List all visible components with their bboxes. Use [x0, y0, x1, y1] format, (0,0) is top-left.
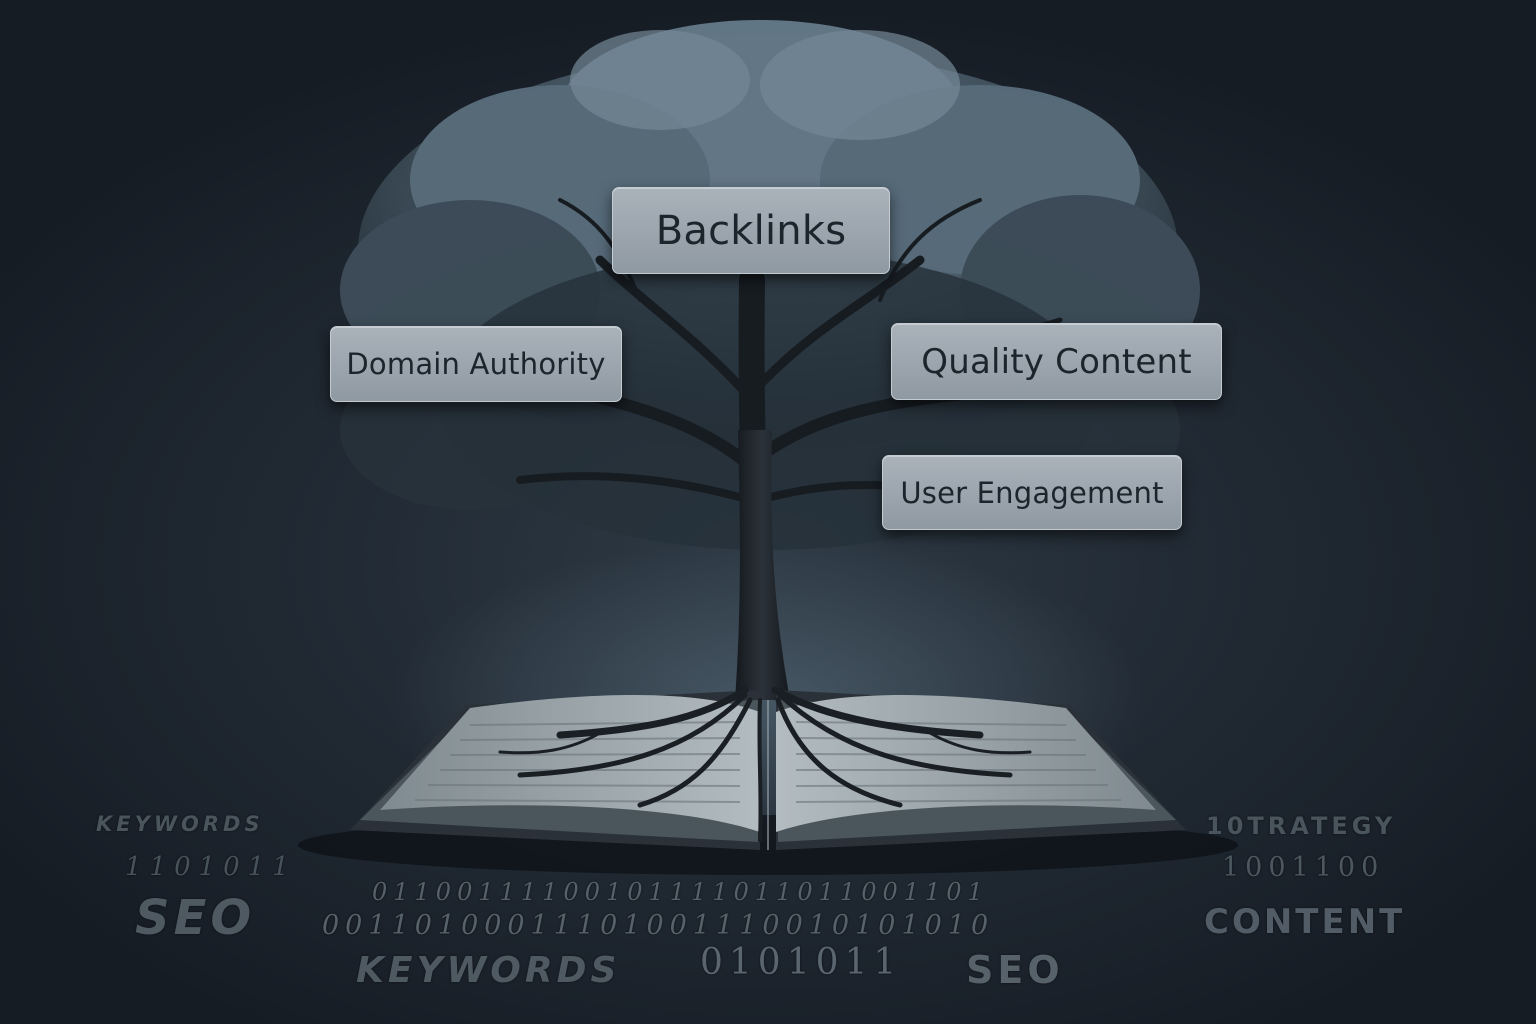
ground-content-right: CONTENT — [1204, 902, 1406, 942]
ground-keywords-left: KEYWORDS — [96, 812, 264, 836]
ground-binary-row-1: 01100111100101111011011001101 — [372, 878, 989, 906]
domain-authority-label: Domain Authority — [330, 326, 622, 402]
ground-seo-bottom: SEO — [966, 948, 1064, 992]
tree-roots — [498, 686, 1032, 842]
ground-keywords-bottom: KEYWORDS — [356, 950, 621, 991]
ground-binary-bottom: 0101011 — [700, 942, 903, 983]
ground-binary-left: 1101011 — [125, 852, 297, 882]
backlinks-label: Backlinks — [612, 187, 890, 274]
quality-content-label: Quality Content — [891, 323, 1222, 400]
ground-binary-row-2: 00110100011101001110010101010 — [322, 910, 995, 941]
user-engagement-label: User Engagement — [882, 455, 1182, 530]
ground-strategy-right: 10TRATEGY — [1206, 812, 1397, 840]
tree-trunk — [735, 430, 790, 700]
ground-binary-right: 1001100 — [1222, 852, 1385, 883]
ground-seo-left: SEO — [135, 890, 256, 946]
